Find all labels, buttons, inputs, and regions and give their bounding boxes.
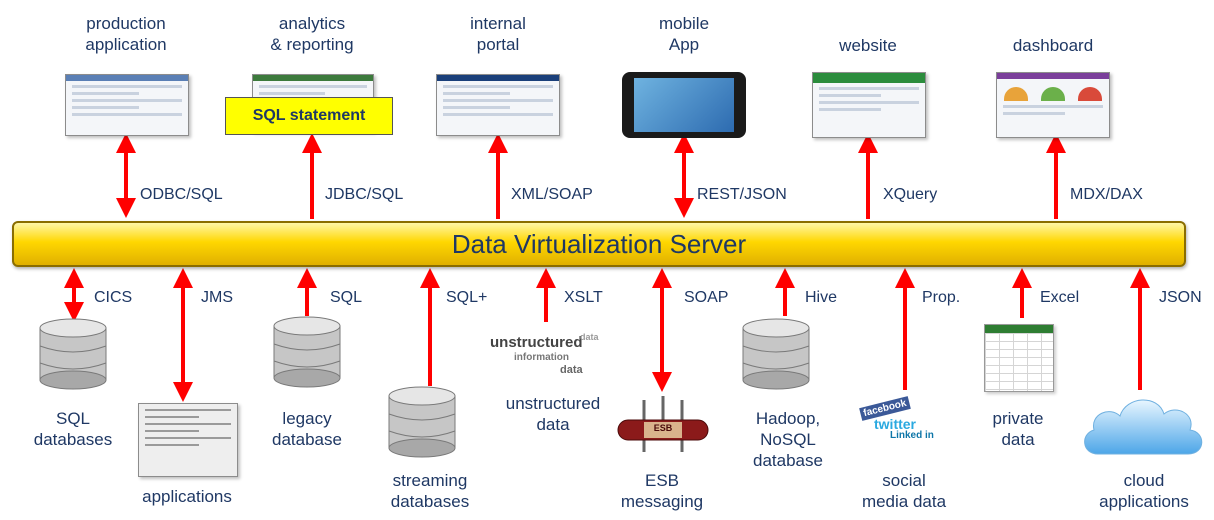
linkedin-logo: Linked in — [890, 430, 934, 441]
database-icon — [39, 318, 107, 390]
protocol-jms: JMS — [201, 289, 233, 306]
label-production-application: production application — [85, 14, 167, 54]
protocol-json: JSON — [1159, 289, 1202, 306]
protocol-xquery: XQuery — [883, 186, 938, 203]
label-unstructured-data: unstructured data — [505, 394, 601, 434]
production-application-screenshot — [65, 74, 189, 136]
database-icon — [742, 318, 810, 390]
label-mobile-app: mobile App — [658, 14, 710, 54]
label-analytics-reporting: analytics & reporting — [270, 14, 354, 54]
database-icon — [388, 386, 456, 458]
protocol-soap: SOAP — [684, 289, 729, 306]
protocol-xml-soap: XML/SOAP — [511, 186, 593, 203]
protocol-sql: SQL — [330, 289, 363, 306]
protocol-hive: Hive — [805, 289, 838, 306]
database-icon — [273, 316, 341, 388]
protocol-jdbc-sql: JDBC/SQL — [325, 186, 404, 203]
label-esb-messaging: ESB messaging — [620, 471, 704, 511]
label-website: website — [839, 36, 897, 55]
sql-statement-callout: SQL statement — [225, 97, 393, 135]
label-dashboard: dashboard — [1012, 36, 1094, 55]
social-logos-icon: facebook twitter Linked in — [859, 396, 946, 442]
label-cloud-applications: cloud applications — [1099, 471, 1189, 511]
twitter-logo: twitter — [874, 416, 916, 432]
label-sql-databases: SQL databases — [33, 409, 113, 449]
label-private-data: private data — [992, 409, 1044, 449]
esb-icon-label: ESB — [653, 423, 673, 433]
label-applications: applications — [142, 487, 232, 506]
cloud-icon — [1084, 399, 1203, 455]
spreadsheet-icon — [984, 324, 1054, 392]
protocol-sql-plus: SQL+ — [446, 289, 488, 306]
protocol-prop: Prop. — [922, 289, 961, 306]
label-internal-portal: internal portal — [470, 14, 526, 54]
label-streaming-databases: streaming databases — [390, 471, 470, 511]
word-cloud-icon: unstructured information data data — [490, 332, 599, 376]
protocol-xslt: XSLT — [564, 289, 603, 306]
esb-bus-icon — [617, 396, 709, 452]
internal-portal-screenshot — [436, 74, 560, 136]
dashboard-screenshot — [996, 72, 1110, 138]
protocol-cics: CICS — [94, 289, 133, 306]
tablet-icon — [622, 72, 746, 138]
label-social-media-data: social media data — [861, 471, 947, 511]
protocol-odbc-sql: ODBC/SQL — [140, 186, 223, 203]
label-hadoop-nosql: Hadoop, NoSQL database — [753, 409, 823, 470]
protocol-excel: Excel — [1040, 289, 1080, 306]
website-screenshot — [812, 72, 926, 138]
code-listing-icon — [138, 403, 238, 477]
label-legacy-database: legacy database — [272, 409, 342, 449]
protocol-mdx-dax: MDX/DAX — [1070, 186, 1143, 203]
protocol-rest-json: REST/JSON — [697, 186, 787, 203]
data-virtualization-server: Data Virtualization Server — [12, 221, 1186, 267]
